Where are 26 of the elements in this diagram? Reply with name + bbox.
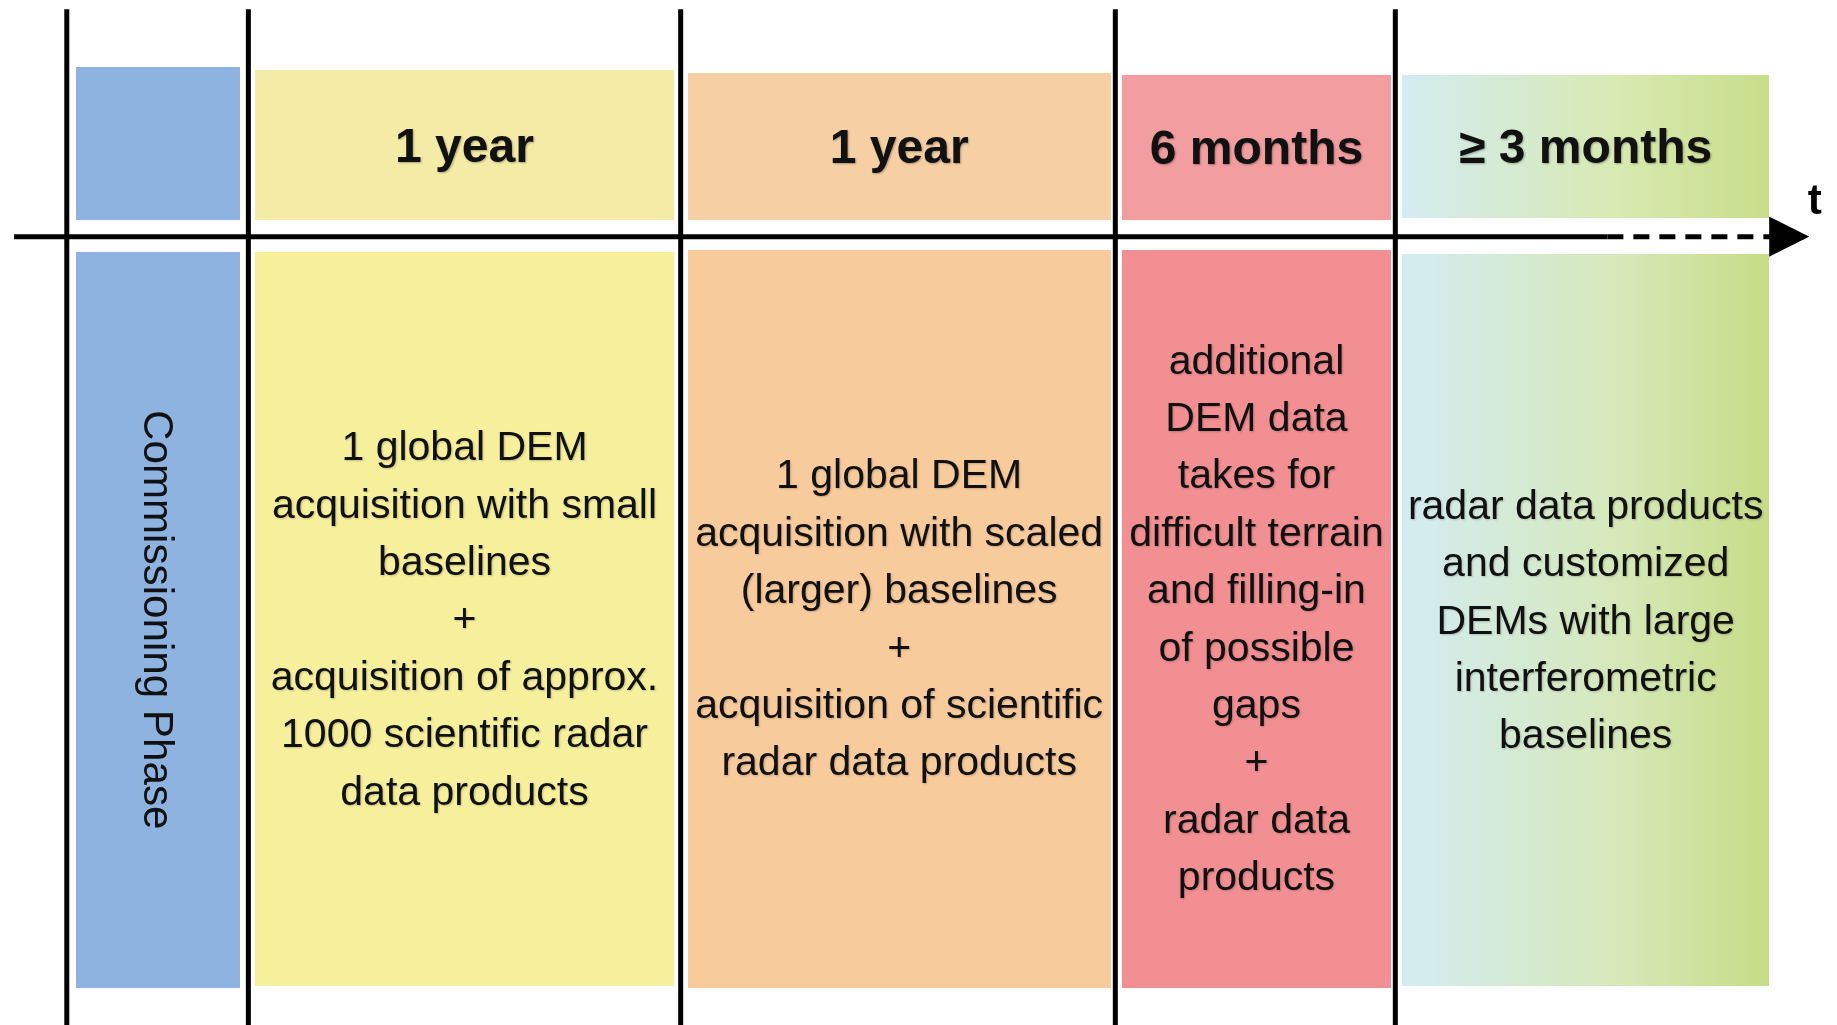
axis-label: t xyxy=(1807,175,1822,224)
duration-box xyxy=(1122,74,1391,221)
duration-box xyxy=(1402,74,1770,218)
phase-description: 1 global DEM acquisition with scaled (larger) baselines xyxy=(694,450,1105,615)
phase-box xyxy=(1402,254,1770,987)
duration-label: 6 months xyxy=(1149,120,1364,176)
phase-box xyxy=(76,251,241,988)
phase-description: additional DEM data takes for difficult terrain and filling-in of possible gaps xyxy=(1128,335,1385,729)
duration-box xyxy=(255,70,674,221)
phase-description: + xyxy=(451,594,478,644)
phase-box xyxy=(687,249,1111,988)
duration-label: ≥ 3 months xyxy=(1459,118,1713,174)
phase-description: radar data products xyxy=(1162,794,1351,902)
duration-label: 1 year xyxy=(829,118,969,174)
duration-box xyxy=(687,72,1111,221)
phase-description: acquisition of approx. 1000 scientific radar data products xyxy=(269,651,660,816)
phase-label: Commissioning Phase xyxy=(134,410,183,830)
phase-box xyxy=(255,251,674,987)
phase-description: acquisition of scientific radar data products xyxy=(694,679,1105,787)
phase-description: 1 global DEM acquisition with small baselines xyxy=(270,422,659,587)
box-shape xyxy=(76,66,241,221)
phase-description: radar data products and customized DEMs with large interferometric baselines xyxy=(1406,480,1765,760)
phase-description: + xyxy=(1243,737,1270,787)
phase-description: + xyxy=(886,622,913,672)
duration-label: 1 year xyxy=(395,117,534,173)
phase-box xyxy=(1122,249,1391,988)
